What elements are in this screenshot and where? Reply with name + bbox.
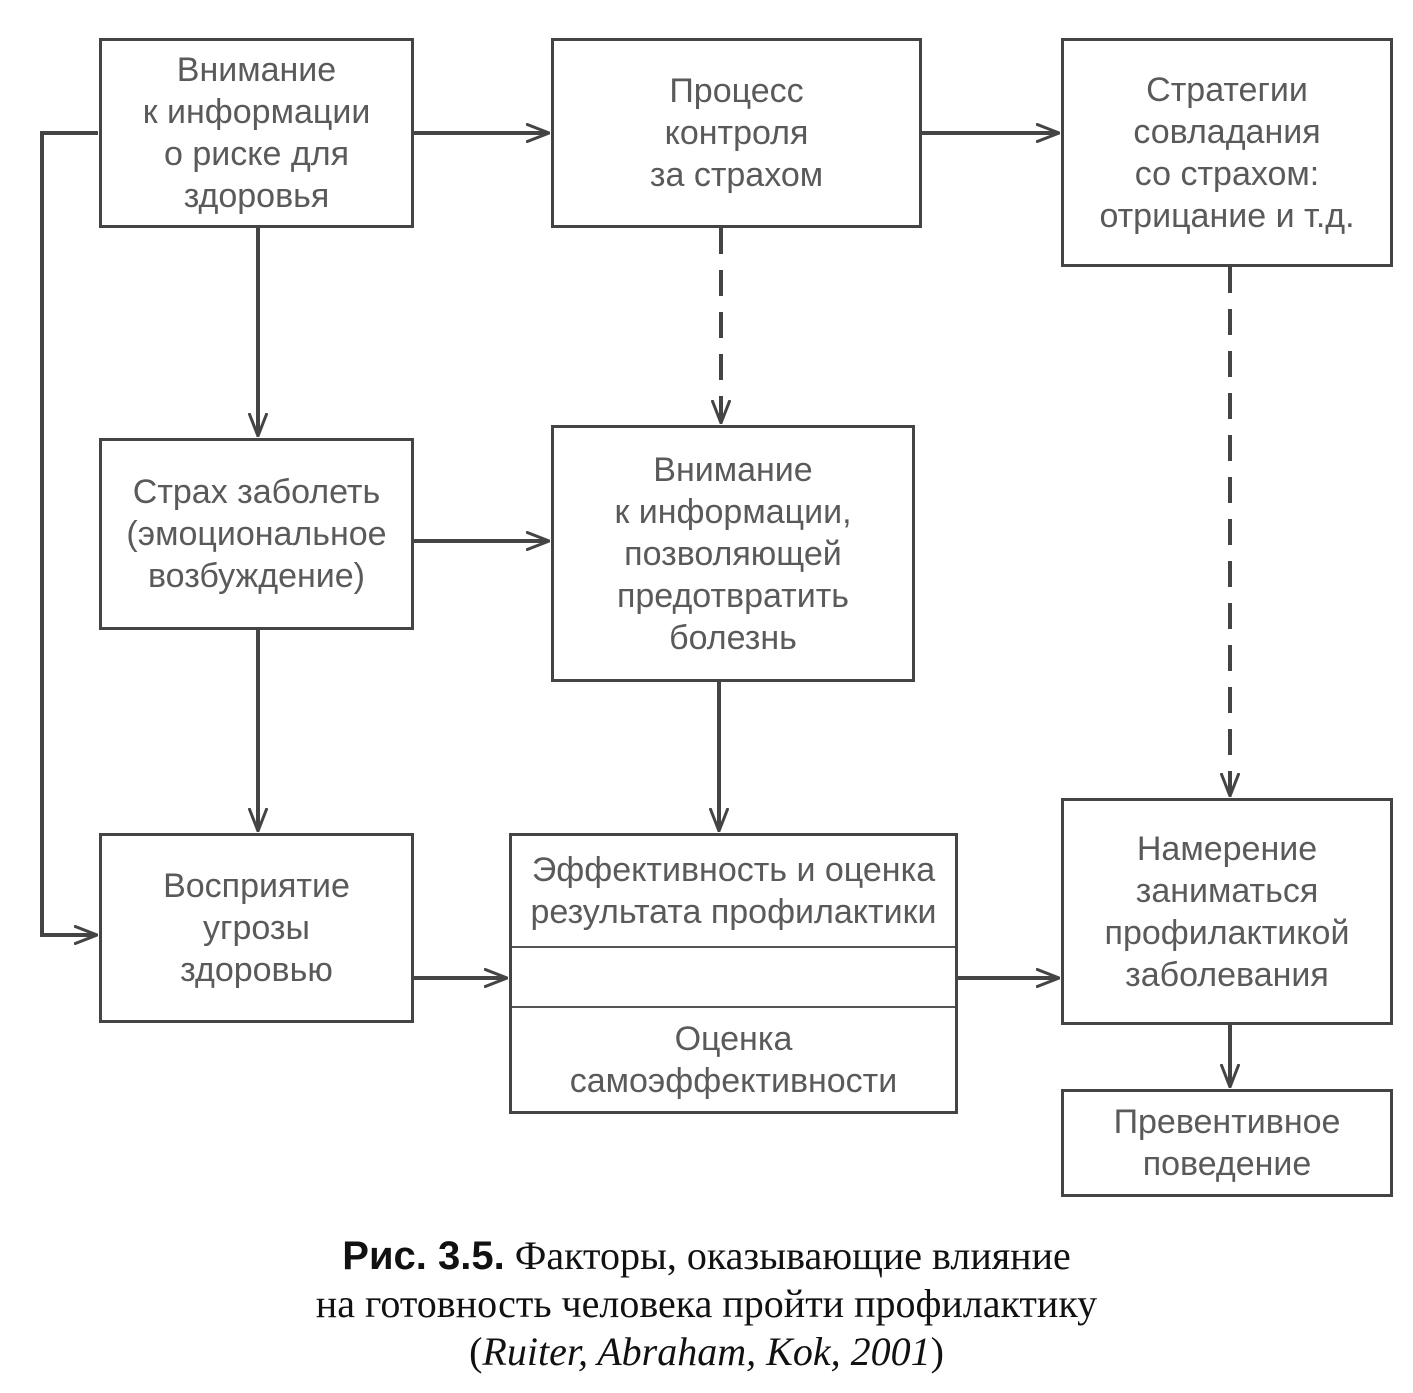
node-self-efficacy: Оценка самоэффективности xyxy=(569,1019,898,1100)
block-divider-bottom xyxy=(512,1006,955,1008)
caption-cite-authors: Ruiter, Abraham, Kok, 2001 xyxy=(482,1329,931,1374)
node-attention-prevention-info: Внимание к информации, позволяющей предо… xyxy=(551,425,915,682)
caption-title-part2: на готовность человека пройти профилакти… xyxy=(315,1281,1098,1326)
node-preventive-behavior: Превентивное поведение xyxy=(1061,1089,1393,1197)
node-attention-risk-info: Внимание к информации о риске для здоров… xyxy=(99,38,414,228)
node-fear-of-illness: Страх заболеть (эмоциональное возбуждени… xyxy=(99,438,414,630)
node-efficacy-outcome: Эффективность и оценка результата профил… xyxy=(530,851,937,931)
arrow-attention-to-threat-loop xyxy=(40,131,98,935)
figure-caption: Рис. 3.5. Факторы, оказывающие влияние н… xyxy=(0,1232,1413,1376)
node-threat-perception: Восприятие угрозы здоровью xyxy=(99,833,414,1023)
caption-cite-open: ( xyxy=(469,1329,483,1374)
caption-citation: (Ruiter, Abraham, Kok, 2001) xyxy=(0,1328,1413,1376)
caption-figure-label: Рис. 3.5. xyxy=(342,1234,505,1278)
node-efficacy-block: Эффективность и оценка результата профил… xyxy=(509,833,958,1114)
node-fear-control-process: Процесс контроля за страхом xyxy=(551,38,922,228)
caption-line-1: Рис. 3.5. Факторы, оказывающие влияние xyxy=(0,1232,1413,1280)
node-intention: Намерение заниматься профилактикой забол… xyxy=(1061,798,1393,1025)
node-coping-strategies: Стратегии совладания со страхом: отрицан… xyxy=(1061,38,1393,267)
caption-cite-close: ) xyxy=(930,1329,944,1374)
caption-title-part1: Факторы, оказывающие влияние xyxy=(504,1233,1071,1278)
block-divider-top xyxy=(512,946,955,948)
